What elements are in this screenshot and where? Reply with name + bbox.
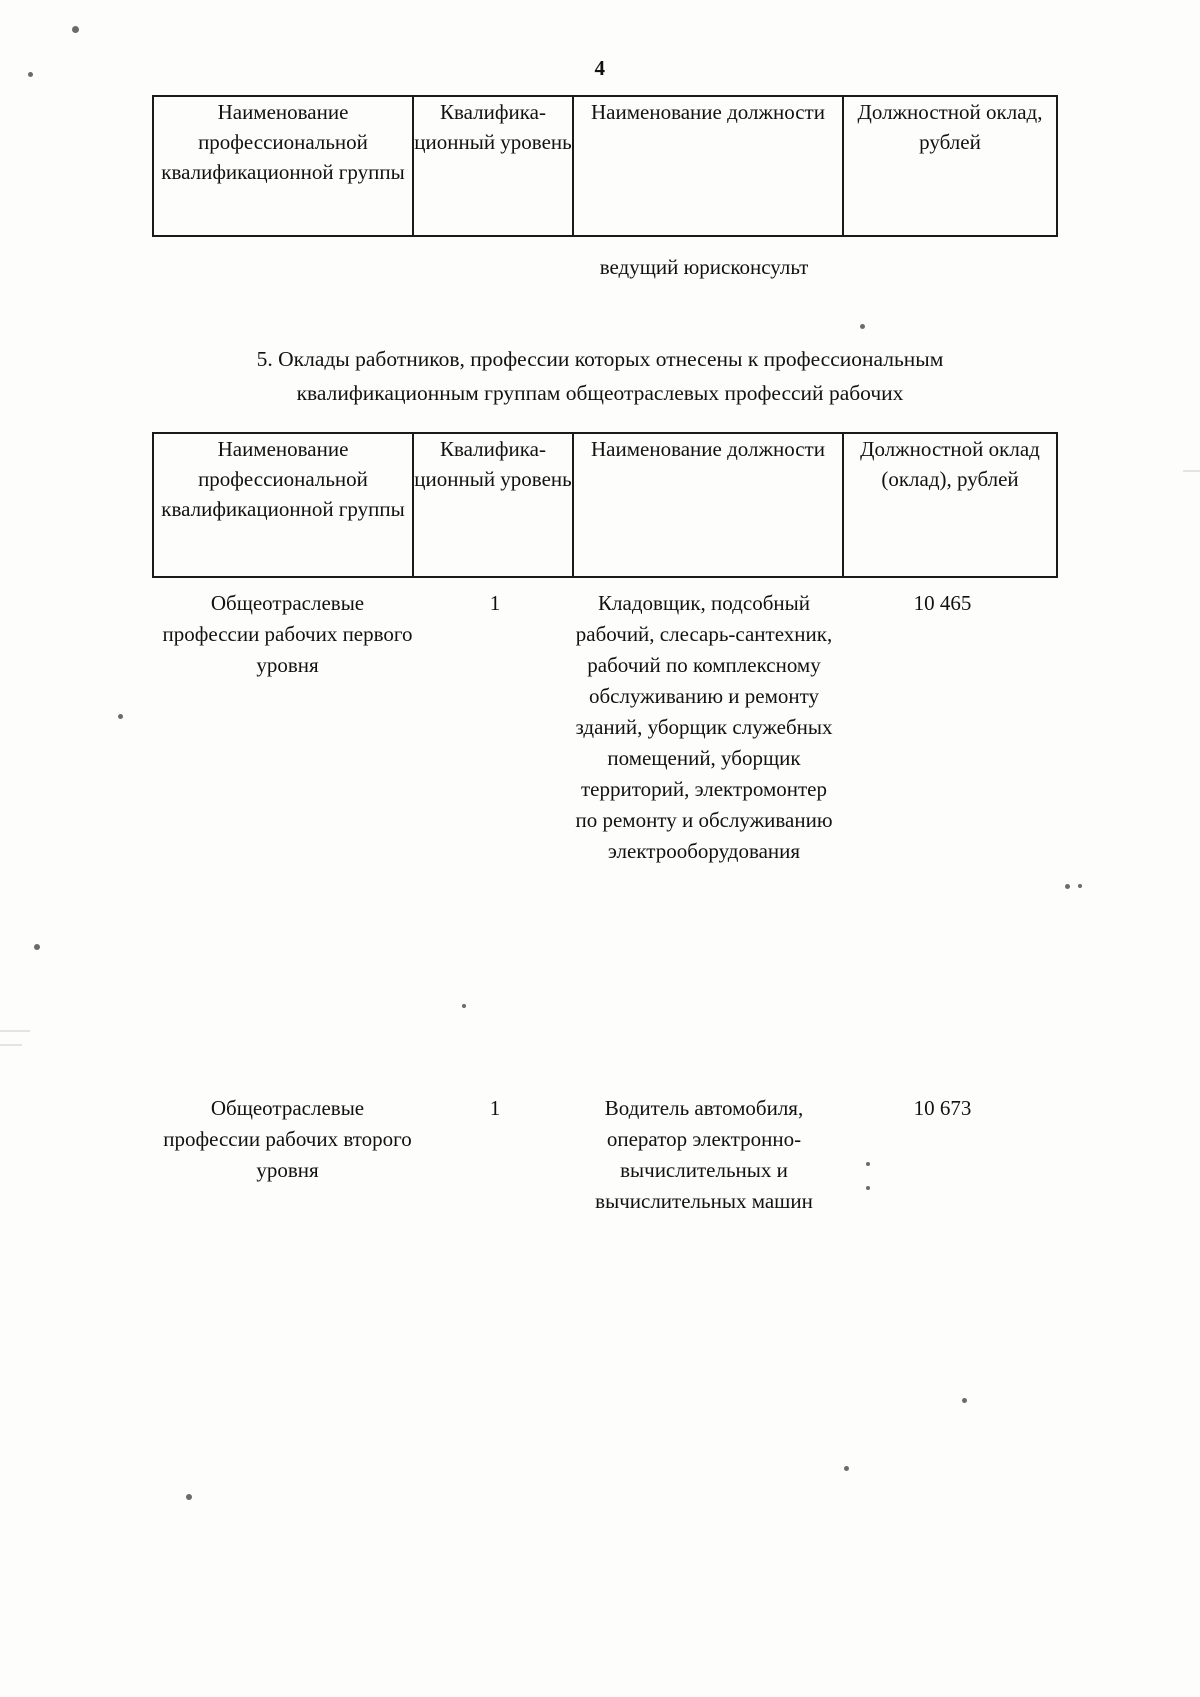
scan-speck — [860, 324, 865, 329]
header-professional-group: Наименование профессиональной квалификац… — [152, 95, 414, 237]
clause-5-paragraph: 5. Оклады работников, профессии которых … — [152, 342, 1048, 410]
cell-position-names: Кладовщик, подсобный рабочий, слесарь-са… — [575, 591, 833, 863]
scan-streak — [0, 1030, 30, 1032]
cell-position-names: Водитель автомобиля, оператор электронно… — [595, 1096, 813, 1213]
salary-table-1: Наименование профессиональной квалификац… — [152, 95, 1058, 237]
scan-speck — [844, 1466, 849, 1471]
cell-qualification-level: 1 — [489, 1096, 501, 1120]
scan-speck — [462, 1004, 466, 1008]
page-number: 4 — [594, 56, 606, 80]
cell-professional-group: Общеотраслевые профессии рабочих второго… — [163, 1096, 412, 1182]
scan-streak — [1183, 470, 1200, 472]
table-header-row: Наименование профессиональной квалификац… — [152, 432, 1058, 578]
header-qualification-level: Квалифика-ционный уровень — [412, 95, 574, 237]
salary-table-2: Наименование профессиональной квалификац… — [152, 432, 1058, 578]
scan-speck — [34, 944, 40, 950]
scan-speck — [962, 1398, 967, 1403]
scan-speck — [1078, 884, 1082, 888]
header-professional-group: Наименование профессиональной квалификац… — [152, 432, 414, 578]
header-salary: Должностной оклад, рублей — [842, 95, 1058, 237]
scan-speck — [186, 1494, 192, 1500]
scan-speck — [72, 26, 79, 33]
header-position-name: Наименование должности — [572, 432, 844, 578]
header-salary: Должностной оклад (оклад), рублей — [842, 432, 1058, 578]
header-position-name: Наименование должности — [572, 95, 844, 237]
scan-speck — [866, 1162, 870, 1166]
header-qualification-level: Квалифика-ционный уровень — [412, 432, 574, 578]
clause-5-line-1: 5. Оклады работников, профессии которых … — [256, 347, 944, 371]
scan-streak — [0, 1044, 22, 1046]
scan-speck — [866, 1186, 870, 1190]
table-header-row: Наименование профессиональной квалификац… — [152, 95, 1058, 237]
scan-speck — [118, 714, 123, 719]
clause-5-line-2: квалификационным группам общеотраслевых … — [296, 381, 904, 405]
continued-position-text: ведущий юрисконсульт — [599, 255, 809, 279]
cell-salary-amount: 10 673 — [913, 1096, 972, 1120]
cell-professional-group: Общеотраслевые профессии рабочих первого… — [162, 591, 413, 677]
scan-speck — [1065, 884, 1070, 889]
scan-speck — [28, 72, 33, 77]
cell-salary-amount: 10 465 — [913, 591, 972, 615]
cell-qualification-level: 1 — [489, 591, 501, 615]
